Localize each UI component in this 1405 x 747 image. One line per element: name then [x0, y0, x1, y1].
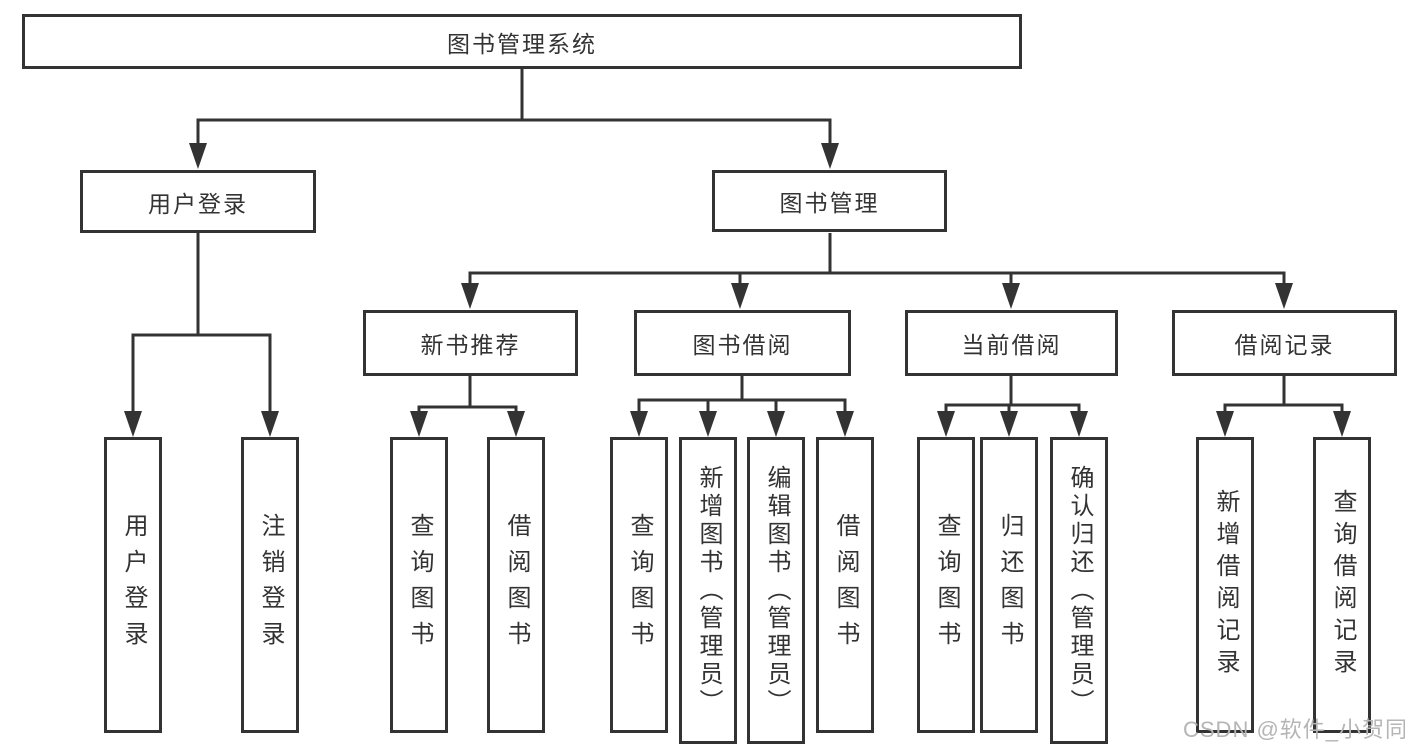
- connector-new-book-recommendation-children: [410, 376, 525, 437]
- node-label: 用户登录: [148, 190, 248, 217]
- node-label: 查询借阅记录: [1329, 489, 1356, 681]
- node-label: 查询图书: [933, 513, 960, 657]
- node-leaf-query-borrow-record: 查询借阅记录: [1313, 437, 1371, 733]
- node-leaf-logout: 注销登录: [241, 437, 299, 733]
- node-leaf-edit-books-admin: 编辑图书（管理员）: [747, 437, 805, 744]
- node-label: 新增借阅记录: [1212, 489, 1239, 681]
- node-label: 查询图书: [406, 513, 433, 657]
- node-label: 借阅图书: [832, 513, 859, 657]
- node-label: 新书推荐: [420, 332, 521, 358]
- node-label: 新增图书（管理员）: [695, 464, 722, 717]
- node-borrowing-records: 借阅记录: [1172, 310, 1397, 376]
- node-leaf-add-books-admin: 新增图书（管理员）: [679, 437, 737, 744]
- node-user-login: 用户登录: [80, 170, 316, 233]
- node-current-borrowing: 当前借阅: [905, 310, 1118, 376]
- connector-root-to-level2: [189, 69, 839, 169]
- node-label: 编辑图书（管理员）: [763, 464, 790, 717]
- connector-current-borrowing-children: [937, 376, 1088, 437]
- node-leaf-confirm-return-admin: 确认归还（管理员）: [1050, 437, 1108, 744]
- node-label: 确认归还（管理员）: [1066, 464, 1093, 717]
- node-leaf-borrow-books-recommend: 借阅图书: [487, 437, 545, 733]
- node-book-borrowing: 图书借阅: [634, 310, 851, 376]
- node-leaf-borrow-books: 借阅图书: [816, 437, 874, 733]
- node-label: 借阅记录: [1234, 332, 1335, 358]
- node-label: 借阅图书: [503, 513, 530, 657]
- node-book-management: 图书管理: [712, 170, 947, 232]
- node-leaf-user-login: 用户登录: [104, 437, 162, 733]
- connector-borrowing-records-children: [1216, 376, 1351, 437]
- connector-book-borrowing-children: [630, 376, 854, 437]
- connector-user-login-children: [124, 233, 279, 437]
- node-label: 归还图书: [996, 513, 1023, 657]
- node-leaf-add-borrow-record: 新增借阅记录: [1196, 437, 1254, 733]
- csdn-watermark: CSDN @软件_小贺同学: [1183, 717, 1405, 742]
- node-label: 当前借阅: [961, 332, 1062, 358]
- node-leaf-return-books: 归还图书: [980, 437, 1038, 733]
- node-label: 用户登录: [120, 513, 147, 657]
- connector-book-management-children: [461, 233, 1293, 309]
- node-library-management-system: 图书管理系统: [22, 14, 1022, 69]
- node-label: 图书管理: [779, 190, 880, 216]
- node-label: 查询图书: [626, 513, 653, 657]
- node-leaf-query-books-current: 查询图书: [917, 437, 975, 733]
- node-label: 图书管理系统: [447, 30, 597, 57]
- node-label: 注销登录: [257, 513, 284, 657]
- node-leaf-query-books-recommend: 查询图书: [390, 437, 448, 733]
- node-new-book-recommendation: 新书推荐: [363, 310, 578, 376]
- node-leaf-query-books-borrowing: 查询图书: [610, 437, 668, 733]
- node-label: 图书借阅: [692, 332, 793, 358]
